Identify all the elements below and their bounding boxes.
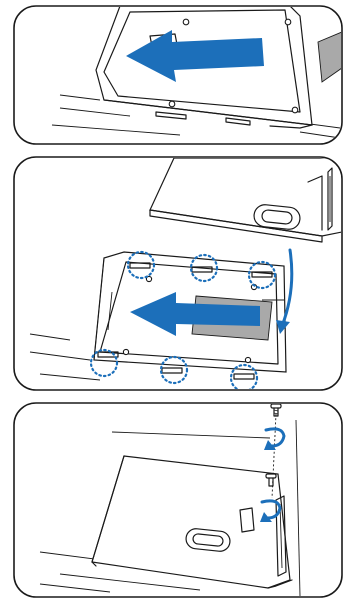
tray-screw-hole bbox=[292, 107, 298, 113]
tray-screw-hole bbox=[169, 101, 175, 107]
tray-screw-hole bbox=[285, 19, 291, 25]
step-panel-2 bbox=[14, 157, 342, 391]
step-panel-1 bbox=[14, 6, 342, 144]
step-panel-3 bbox=[14, 403, 342, 597]
tray-screw-hole bbox=[123, 349, 128, 354]
tray-screw-hole bbox=[183, 19, 189, 25]
tray-screw-hole bbox=[245, 357, 250, 362]
